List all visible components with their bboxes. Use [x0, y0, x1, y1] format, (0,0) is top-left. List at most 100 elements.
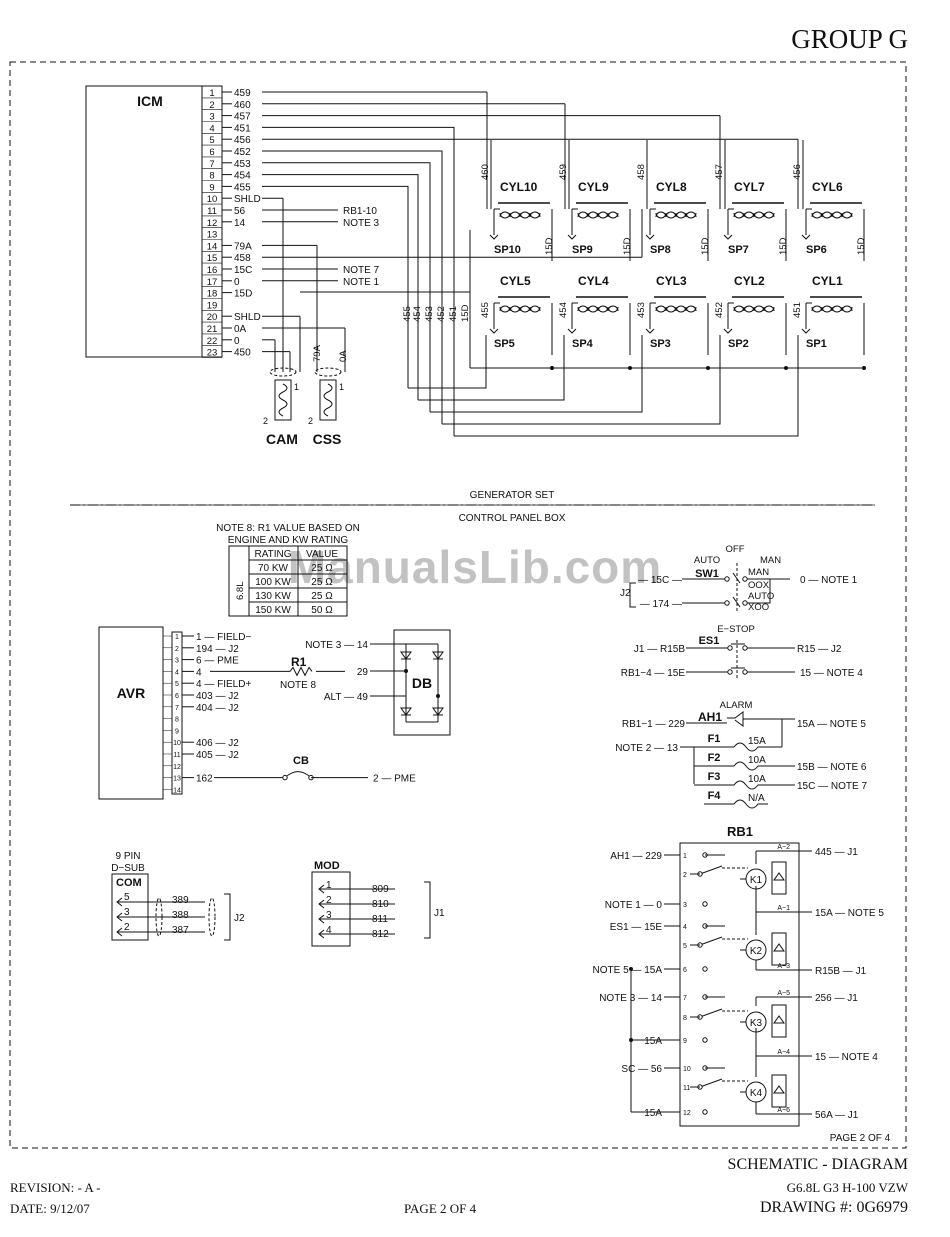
connector-chevron — [318, 884, 325, 894]
coil-name: CYL4 — [578, 274, 609, 288]
relay-diode — [773, 1085, 785, 1094]
wire — [732, 596, 741, 608]
fuse-output: 15B — NOTE 6 — [797, 762, 867, 773]
avr-pin-number: 9 — [175, 728, 179, 735]
com-title: D−SUB — [111, 863, 145, 874]
cam-sensor-label: CAM — [266, 431, 298, 447]
coil-name: CYL3 — [656, 274, 687, 288]
avr-wire-label: 405 — J2 — [196, 750, 239, 761]
rb1-left-label: 15A — [644, 1108, 662, 1119]
sensor-pin: 2 — [308, 416, 313, 426]
relay-label: K2 — [750, 946, 763, 957]
com-name: COM — [116, 877, 142, 889]
com-pin: 5 — [124, 892, 130, 903]
icm-title: ICM — [137, 93, 163, 109]
r1-label: R1 — [291, 655, 307, 669]
icm-pin-number: 22 — [207, 336, 218, 347]
coil-winding — [577, 212, 619, 219]
coil-return-label: 15D — [544, 237, 555, 255]
avr-title: AVR — [117, 685, 146, 701]
terminal — [724, 600, 730, 606]
fuse-symbol — [704, 799, 768, 809]
fuse-rating: 10A — [748, 755, 766, 766]
junction-dot — [784, 366, 788, 370]
rb1-pin: 2 — [683, 872, 687, 879]
model-label: G6.8L G3 H-100 VZW — [786, 1180, 908, 1195]
spark-arrow — [723, 234, 733, 240]
terminal — [702, 966, 708, 972]
icm-pin-number: 8 — [209, 171, 214, 182]
spark-plug-label: SP9 — [572, 244, 593, 256]
coil-winding — [655, 212, 697, 219]
sensor-pin: 1 — [294, 382, 299, 392]
avr-pin-number: 6 — [175, 693, 179, 700]
note8-value: 25 Ω — [311, 591, 333, 602]
junction-dot — [862, 366, 866, 370]
spark-plug-label: SP4 — [572, 338, 594, 350]
rb1-term: A−2 — [777, 844, 790, 851]
icm-pin-number: 16 — [207, 265, 218, 276]
fuse-rating: 15A — [748, 736, 766, 747]
wire — [430, 335, 643, 413]
spark-arrow — [645, 328, 655, 334]
relay-label: K3 — [750, 1018, 763, 1029]
connector-chevron — [116, 927, 123, 937]
icm-wire-label: 15D — [234, 289, 252, 300]
sw1-output: 0 — NOTE 1 — [800, 575, 858, 586]
coil-wire-label: 451 — [792, 302, 803, 318]
wire — [442, 335, 721, 425]
icm-pin-number: 7 — [209, 159, 214, 170]
rb1-right-label: 56A — J1 — [815, 1110, 859, 1121]
coil-name: CYL2 — [734, 274, 765, 288]
ah1-name: AH1 — [698, 710, 722, 724]
note8-header: RATING — [254, 549, 291, 560]
sensor-body — [274, 379, 292, 421]
terminal — [742, 645, 748, 651]
icm-wire-label: 56 — [234, 206, 246, 217]
icm-pin-number: 20 — [207, 312, 218, 323]
harness-label: 453 — [424, 306, 435, 322]
icm-wire-label: 459 — [234, 88, 251, 99]
es1-left: J1 — R15B — [634, 644, 685, 655]
cable-label: 79A — [312, 344, 323, 362]
relay-diode-box — [771, 861, 787, 895]
avr-pin-strip — [171, 631, 183, 795]
watermark: ManualsLib.com — [287, 541, 663, 593]
junction-dot — [628, 366, 632, 370]
relay-diode-box — [771, 932, 787, 966]
spark-plug-label: SP1 — [806, 338, 827, 350]
rb1-pin: 5 — [683, 943, 687, 950]
rb1-pin: 9 — [683, 1038, 687, 1045]
avr-wire-label: 194 — J2 — [196, 644, 239, 655]
junction-dot — [706, 366, 710, 370]
fuse-name: F2 — [708, 752, 721, 764]
note8-value: 25 Ω — [311, 577, 333, 588]
rb1-left-label: 15A — [644, 1036, 662, 1047]
coil-wire-label: 458 — [636, 164, 647, 180]
spark-arrow — [567, 234, 577, 240]
sensor-pin: 2 — [263, 416, 268, 426]
icm-wire-dest: NOTE 3 — [343, 218, 380, 229]
rb1-left-label: SC — 56 — [621, 1064, 662, 1075]
connector-chevron — [116, 912, 123, 922]
coil-winding — [499, 305, 541, 312]
coil-name: CYL7 — [734, 180, 765, 194]
coil-winding — [655, 211, 697, 218]
wire — [262, 126, 455, 436]
icm-pin-number: 5 — [209, 135, 214, 146]
r1-note: NOTE 8 — [280, 680, 317, 691]
spark-arrow — [489, 328, 499, 334]
note8-line1: NOTE 8: R1 VALUE BASED ON — [216, 523, 360, 534]
com-wire: 389 — [172, 895, 189, 906]
wire — [262, 162, 431, 412]
mod-wire: 810 — [372, 899, 389, 910]
sensor-coil — [323, 383, 333, 417]
coil-wire-label: 459 — [558, 164, 569, 180]
icm-wire-label: 0 — [234, 277, 240, 288]
terminal — [727, 645, 733, 651]
icm-wire-label: SHLD — [234, 194, 261, 205]
icm-box — [85, 85, 203, 358]
